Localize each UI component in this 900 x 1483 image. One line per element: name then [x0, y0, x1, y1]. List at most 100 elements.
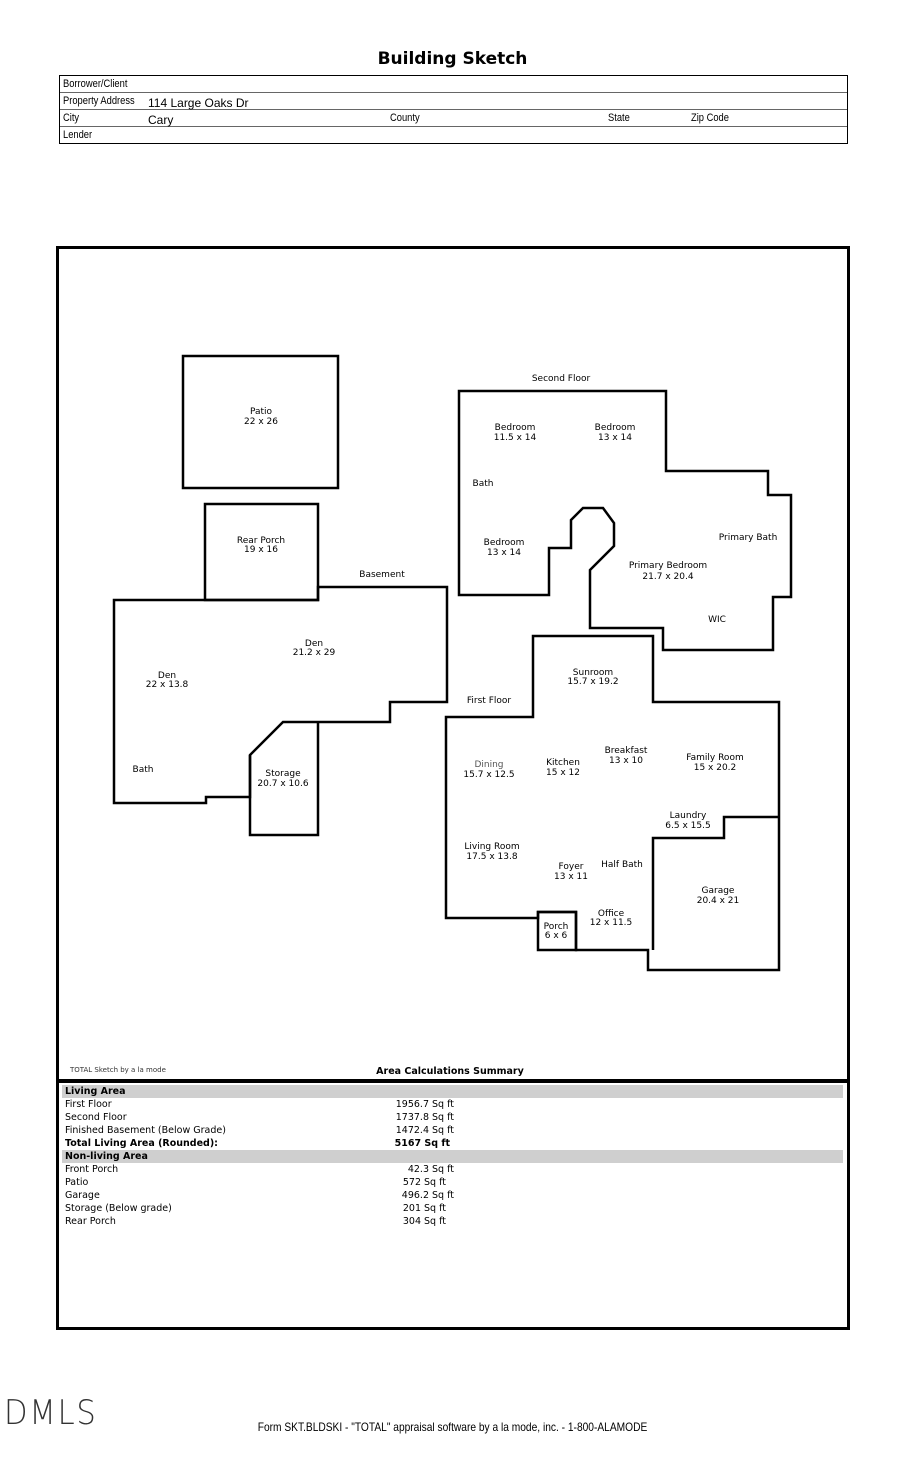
garage-wall	[651, 815, 779, 950]
patio-dim: 22 x 26	[244, 417, 278, 427]
area-row: Finished Basement (Below Grade) 1472.4 Sq…	[62, 1124, 843, 1137]
address-label: Property Address	[63, 95, 135, 107]
total-row: Total Living Area (Rounded): 5167 Sq ft	[62, 1137, 843, 1150]
zip-label: Zip Code	[691, 112, 729, 124]
lender-row: Lender	[60, 127, 847, 143]
bath-label: Bath	[473, 479, 494, 489]
living-room-dim: 17.5 x 13.8	[466, 852, 517, 862]
area-value: 1472.4 Sq ft	[395, 1125, 454, 1136]
area-value: 496.2 Sq ft	[401, 1190, 454, 1201]
first-floor-label: First Floor	[467, 696, 511, 706]
area-label: Storage (Below grade)	[65, 1203, 172, 1214]
dmls-logo: DMLS	[4, 1393, 98, 1433]
sketch-credit: TOTAL Sketch by a la mode	[70, 1066, 166, 1074]
area-row: Rear Porch 304 Sq ft	[62, 1215, 843, 1228]
header-table: Borrower/Client Property Address 114 Larg…	[59, 75, 848, 144]
breakfast-label: Breakfast	[605, 746, 648, 756]
city-label: City	[63, 112, 80, 124]
family-room-label: Family Room	[686, 753, 743, 763]
foyer-label: Foyer	[559, 862, 584, 872]
area-value: 201 Sq ft	[402, 1203, 446, 1214]
primary-bedroom-label: Primary Bedroom	[629, 561, 707, 571]
address-row: Property Address 114 Large Oaks Dr	[60, 93, 847, 110]
bedroom-label: Bedroom	[484, 538, 525, 548]
second-floor-outline	[457, 389, 793, 652]
storage-outline	[248, 722, 320, 837]
state-label: State	[608, 112, 630, 124]
area-value: 572 Sq ft	[402, 1177, 446, 1188]
primary-bath-label: Primary Bath	[719, 533, 778, 543]
footer: Form SKT.BLDSKI - "TOTAL" appraisal soft…	[257, 1420, 648, 1434]
summary-title: Area Calculations Summary	[376, 1066, 524, 1077]
wic-label: WIC	[708, 615, 726, 625]
porch-outline	[536, 910, 578, 952]
dining-dim: 15.7 x 12.5	[463, 770, 514, 780]
laundry-label: Laundry	[670, 811, 707, 821]
bedroom-dim: 13 x 14	[598, 433, 632, 443]
dining-label: Dining	[474, 760, 503, 770]
area-value: 304 Sq ft	[402, 1216, 446, 1227]
laundry-dim: 6.5 x 15.5	[665, 821, 710, 831]
area-row: Patio 572 Sq ft	[62, 1176, 843, 1189]
garage-label: Garage	[702, 886, 735, 896]
lender-label: Lender	[63, 129, 93, 141]
office-label: Office	[598, 909, 625, 919]
kitchen-label: Kitchen	[546, 758, 580, 768]
storage-dim: 20.7 x 10.6	[257, 779, 308, 789]
primary-bedroom-dim: 21.7 x 20.4	[642, 572, 693, 582]
patio-outline	[181, 354, 340, 490]
page-title: Building Sketch	[377, 49, 528, 69]
office-dim: 12 x 11.5	[590, 918, 633, 928]
storage-label: Storage	[265, 769, 301, 779]
bedroom-label: Bedroom	[495, 423, 536, 433]
nonliving-area-header: Non-living Area	[62, 1150, 843, 1163]
area-label: Finished Basement (Below Grade)	[65, 1125, 226, 1136]
sketch-frame	[56, 246, 850, 1330]
area-value: 1737.8 Sq ft	[395, 1112, 454, 1123]
patio-label: Patio	[250, 407, 273, 417]
basement-outline	[112, 585, 449, 805]
area-label: Garage	[65, 1190, 100, 1201]
den-label: Den	[158, 671, 176, 681]
den-label: Den	[305, 639, 323, 649]
area-value: 42.3 Sq ft	[407, 1164, 454, 1175]
sunroom-dim: 15.7 x 19.2	[567, 677, 618, 687]
city-value: Cary	[148, 113, 174, 127]
second-floor-label: Second Floor	[532, 374, 591, 384]
bath-label: Bath	[133, 765, 154, 775]
living-room-label: Living Room	[464, 842, 519, 852]
area-row: Front Porch 42.3 Sq ft	[62, 1163, 843, 1176]
area-label: Rear Porch	[65, 1216, 116, 1227]
den-dim: 22 x 13.8	[146, 680, 189, 690]
borrower-label: Borrower/Client	[63, 78, 128, 90]
garage-dim: 20.4 x 21	[697, 896, 740, 906]
area-label: Patio	[65, 1177, 89, 1188]
den-dim: 21.2 x 29	[293, 648, 336, 658]
half-bath-label: Half Bath	[601, 860, 643, 870]
family-room-dim: 15 x 20.2	[694, 763, 737, 773]
kitchen-dim: 15 x 12	[546, 768, 580, 778]
bedroom-dim: 11.5 x 14	[494, 433, 537, 443]
county-label: County	[390, 112, 420, 124]
total-label: Total Living Area (Rounded):	[65, 1138, 218, 1149]
foyer-dim: 13 x 11	[554, 872, 588, 882]
bedroom-dim: 13 x 14	[487, 548, 521, 558]
area-row: Garage 496.2 Sq ft	[62, 1189, 843, 1202]
borrower-row: Borrower/Client	[60, 76, 847, 93]
basement-label: Basement	[359, 570, 405, 580]
living-area-header: Living Area	[62, 1085, 843, 1098]
area-label: Front Porch	[65, 1164, 119, 1175]
breakfast-dim: 13 x 10	[609, 756, 643, 766]
porch-label: Porch	[544, 922, 569, 932]
rear-porch-dim: 19 x 16	[244, 545, 278, 555]
address-value: 114 Large Oaks Dr	[148, 96, 249, 110]
area-row: Storage (Below grade) 201 Sq ft	[62, 1202, 843, 1215]
bedroom-label: Bedroom	[595, 423, 636, 433]
total-value: 5167 Sq ft	[394, 1138, 450, 1149]
porch-dim: 6 x 6	[545, 931, 568, 941]
